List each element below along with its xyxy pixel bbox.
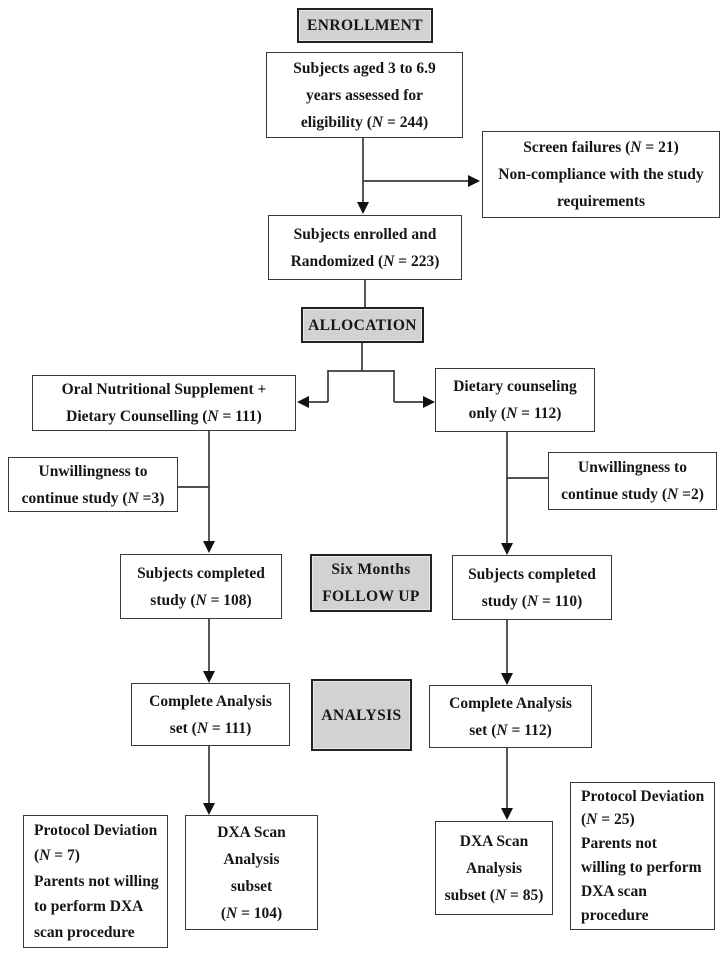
text-line: continue study (N =2) <box>561 486 704 503</box>
text-line: only (N = 112) <box>468 405 562 422</box>
text-line: Randomized (N = 223) <box>290 252 440 270</box>
text-line: procedure <box>581 906 649 924</box>
text-line: to perform DXA <box>34 898 144 916</box>
text-line: set (N = 111) <box>169 719 252 737</box>
text-line: subset (N = 85) <box>444 886 544 904</box>
eligibility-box: Subjects aged 3 to 6.9 years assessed for… <box>266 52 463 138</box>
text-line: Dietary counseling <box>453 378 577 395</box>
text-line: Protocol Deviation <box>581 787 705 805</box>
dc-arm-box: Dietary counseling only (N = 112) <box>435 368 595 432</box>
text-line: Unwillingness to <box>578 459 687 476</box>
completed-left-box: Subjects completed study (N = 108) <box>120 554 282 619</box>
stage-allocation: ALLOCATION <box>301 307 424 343</box>
stage-enrollment: ENROLLMENT <box>297 8 433 43</box>
text-line: Six Months <box>331 561 411 578</box>
dropout-right-box: Unwillingness to continue study (N =2) <box>548 452 717 510</box>
text-line: (N = 25) <box>581 811 635 829</box>
text-line: Unwillingness to <box>38 462 148 480</box>
text-line: Analysis <box>466 859 522 877</box>
text-line: Complete Analysis <box>149 692 272 710</box>
text-line: continue study (N =3) <box>21 489 165 507</box>
text-line: years assessed for <box>305 86 424 104</box>
text-line: Dietary Counselling (N = 111) <box>66 408 262 425</box>
arrowhead-down-completed-left <box>203 541 215 553</box>
stage-label: ALLOCATION <box>308 316 417 334</box>
protocol-deviation-left-box: Protocol Deviation (N = 7) Parents not wil… <box>23 815 168 948</box>
text-line: Subjects aged 3 to 6.9 <box>293 59 436 77</box>
text-line: Parents not willing <box>34 872 159 890</box>
text-line: study (N = 108) <box>150 591 252 609</box>
dropout-left-box: Unwillingness to continue study (N =3) <box>8 457 178 512</box>
complete-analysis-right-box: Complete Analysis set (N = 112) <box>429 685 592 748</box>
text-line: Complete Analysis <box>449 694 572 712</box>
completed-right-box: Subjects completed study (N = 110) <box>452 555 612 620</box>
text-line: (N = 104) <box>220 904 283 922</box>
arrowhead-down-completed-right <box>501 543 513 555</box>
ons-arm-box: Oral Nutritional Supplement + Dietary Cou… <box>32 375 296 431</box>
arrowhead-down-analysis-left <box>203 671 215 683</box>
text-line: DXA scan <box>581 882 647 900</box>
text-line: Screen failures (N = 21) <box>523 139 679 156</box>
text-line: willing to perform <box>581 859 702 876</box>
text-line: study (N = 110) <box>481 592 583 610</box>
arrowhead-down-dxa-right <box>501 808 513 820</box>
text-line: Subjects completed <box>468 565 596 583</box>
text-line: subset <box>230 877 273 895</box>
text-line: Subjects enrolled and <box>293 225 437 243</box>
text-line: scan procedure <box>34 923 135 941</box>
complete-analysis-left-box: Complete Analysis set (N = 111) <box>131 683 290 746</box>
arrowhead-right-screen-failures <box>468 175 480 187</box>
text-line: DXA Scan <box>217 823 286 841</box>
text-line: Parents not <box>581 835 657 853</box>
stage-analysis: ANALYSIS <box>311 679 412 751</box>
stage-label: ANALYSIS <box>321 706 402 724</box>
protocol-deviation-right-box: Protocol Deviation (N = 25) Parents not wil… <box>570 782 715 930</box>
text-line: DXA Scan <box>459 832 529 850</box>
arrowhead-down-analysis-right <box>501 673 513 685</box>
text-line: FOLLOW UP <box>322 588 420 605</box>
text-line: Protocol Deviation <box>34 821 158 839</box>
arrowhead-down-dxa-left <box>203 803 215 815</box>
stage-label: ENROLLMENT <box>307 17 423 34</box>
text-line: Analysis <box>223 850 280 868</box>
text-line: Subjects completed <box>137 564 265 582</box>
arrowhead-left-ons-arm <box>297 396 309 408</box>
text-line: Non-compliance with the study <box>498 166 704 183</box>
screen-failures-box: Screen failures (N = 21) Non-compliance w… <box>482 131 720 218</box>
text-line: eligibility (N = 244) <box>300 113 429 131</box>
text-line: requirements <box>556 193 646 210</box>
arrowhead-down-enrolled <box>357 202 369 214</box>
text-line: set (N = 112) <box>469 721 552 739</box>
text-line: (N = 7) <box>34 847 80 865</box>
text-line: Oral Nutritional Supplement + <box>61 381 267 398</box>
arrowhead-right-dc-arm <box>423 396 435 408</box>
